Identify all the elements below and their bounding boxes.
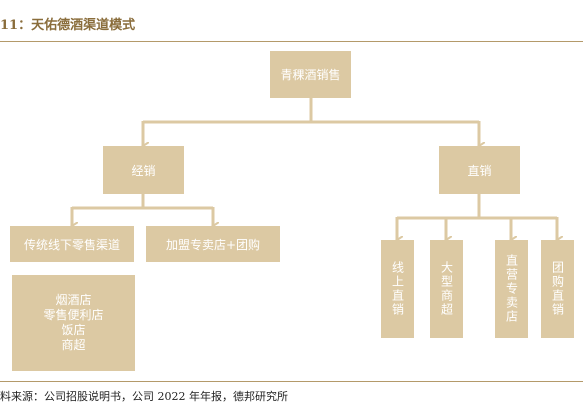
- node-franchise-label: 加盟专卖店+团购: [165, 237, 261, 252]
- figure-title: 11：天佑德酒渠道模式: [0, 18, 136, 33]
- node-group-purchase: 团购直销: [541, 240, 574, 338]
- outlet-item-tobacco-liquor-store: 烟酒店: [55, 293, 92, 307]
- node-franchise: 加盟专卖店+团购: [146, 226, 280, 262]
- node-direct: 直销: [439, 146, 520, 194]
- node-supermarket-label: 大型商超: [439, 261, 454, 317]
- node-root: 青稞酒销售: [270, 51, 351, 98]
- node-outlets: 烟酒店 零售便利店 饭店 商超: [12, 275, 135, 371]
- outlet-item-convenience-store: 零售便利店: [43, 308, 104, 322]
- node-group-purchase-label: 团购直销: [550, 261, 565, 317]
- node-traditional-label: 传统线下零售渠道: [23, 237, 120, 252]
- node-direct-store: 直营专卖店: [495, 240, 528, 338]
- node-root-label: 青稞酒销售: [280, 68, 341, 82]
- bottom-rule: [0, 381, 583, 382]
- node-direct-label: 直销: [467, 163, 492, 178]
- node-traditional: 传统线下零售渠道: [10, 226, 134, 262]
- node-direct-store-label: 直营专卖店: [504, 254, 519, 324]
- node-online: 线上直销: [381, 240, 414, 338]
- outlet-item-restaurant: 饭店: [61, 323, 86, 337]
- source-note: 料来源：公司招股说明书，公司 2022 年年报，德邦研究所: [0, 390, 288, 403]
- node-supermarket: 大型商超: [430, 240, 463, 338]
- node-distribution: 经销: [103, 146, 184, 194]
- top-rule: [0, 41, 583, 42]
- node-distribution-label: 经销: [131, 163, 156, 178]
- outlet-item-supermarket: 商超: [61, 338, 86, 352]
- node-online-label: 线上直销: [390, 261, 405, 317]
